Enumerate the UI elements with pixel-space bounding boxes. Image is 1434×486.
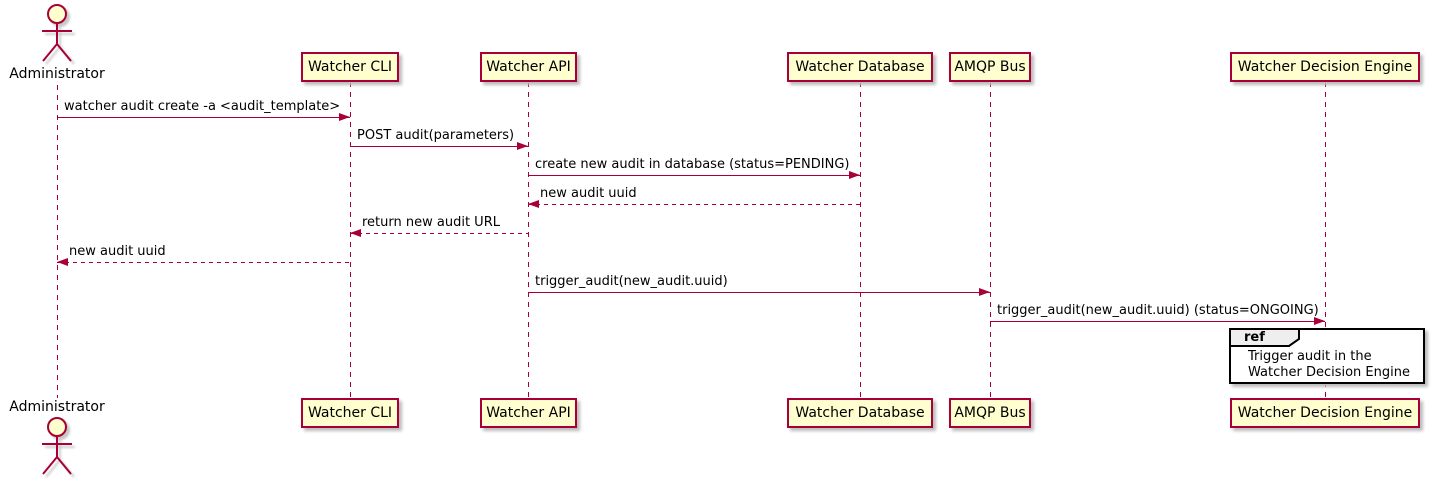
participant-watcher-cli-bottom: Watcher CLI — [301, 398, 399, 428]
arrowhead-right-icon — [1314, 317, 1325, 325]
participant-watcher-cli-top: Watcher CLI — [301, 52, 399, 82]
ref-fragment: ref Trigger audit in the Watcher Decisio… — [1229, 328, 1425, 384]
ref-line-1: Trigger audit in the — [1248, 349, 1372, 364]
participant-amqp-bus-top: AMQP Bus — [949, 52, 1031, 82]
message-label: new audit uuid — [69, 244, 166, 259]
participant-watcher-api-top: Watcher API — [480, 52, 577, 82]
actor-label-administrator-top: Administrator — [9, 66, 105, 82]
ref-tab-icon — [1229, 328, 1300, 347]
participant-watcher-decision-engine-top: Watcher Decision Engine — [1230, 52, 1420, 82]
message-label: new audit uuid — [540, 186, 637, 201]
message-label: return new audit URL — [362, 215, 500, 230]
participant-watcher-decision-engine-bottom: Watcher Decision Engine — [1230, 398, 1420, 428]
arrowhead-right-icon — [517, 142, 528, 150]
message-label: trigger_audit(new_audit.uuid) — [535, 274, 728, 289]
lifeline-watcher-database — [860, 82, 861, 400]
message-new-audit-uuid-to-admin: new audit uuid — [57, 244, 350, 266]
message-line — [528, 200, 860, 208]
message-line — [350, 229, 528, 237]
message-label: trigger_audit(new_audit.uuid) (status=ON… — [997, 303, 1319, 318]
message-line — [57, 258, 350, 266]
message-trigger-audit: trigger_audit(new_audit.uuid) — [528, 274, 990, 296]
arrowhead-right-icon — [849, 171, 860, 179]
message-return-new-audit-url: return new audit URL — [350, 215, 528, 237]
message-watcher-audit-create: watcher audit create -a <audit_template> — [57, 99, 350, 121]
message-line — [57, 113, 350, 121]
message-new-audit-uuid-to-api: new audit uuid — [528, 186, 860, 208]
administrator-actor-icon — [42, 4, 72, 62]
lifeline-watcher-decision-engine — [1325, 82, 1326, 400]
participant-amqp-bus-bottom: AMQP Bus — [949, 398, 1031, 428]
ref-keyword-label: ref — [1244, 330, 1265, 345]
ref-body-text: Trigger audit in the Watcher Decision En… — [1248, 349, 1410, 381]
lifeline-watcher-cli — [350, 82, 351, 400]
message-label: create new audit in database (status=PEN… — [535, 157, 850, 172]
lifeline-amqp-bus — [990, 82, 991, 400]
message-post-audit: POST audit(parameters) — [350, 128, 528, 150]
message-line — [528, 288, 990, 296]
lifeline-watcher-api — [528, 82, 529, 400]
message-trigger-audit-ongoing: trigger_audit(new_audit.uuid) (status=ON… — [990, 303, 1325, 325]
message-create-new-audit: create new audit in database (status=PEN… — [528, 157, 860, 179]
arrowhead-left-icon — [350, 229, 361, 237]
administrator-actor-icon — [42, 417, 72, 475]
arrowhead-right-icon — [339, 113, 350, 121]
message-label: POST audit(parameters) — [357, 128, 515, 143]
arrowhead-left-icon — [528, 200, 539, 208]
message-label: watcher audit create -a <audit_template> — [64, 99, 341, 114]
actor-label-administrator-bottom: Administrator — [9, 399, 105, 415]
participant-watcher-database-bottom: Watcher Database — [787, 398, 933, 428]
arrowhead-right-icon — [979, 288, 990, 296]
message-line — [350, 142, 528, 150]
ref-line-2: Watcher Decision Engine — [1248, 365, 1410, 380]
lifeline-administrator — [57, 85, 58, 398]
arrowhead-left-icon — [57, 258, 68, 266]
message-line — [990, 317, 1325, 325]
participant-watcher-database-top: Watcher Database — [787, 52, 933, 82]
participant-watcher-api-bottom: Watcher API — [480, 398, 577, 428]
message-line — [528, 171, 860, 179]
